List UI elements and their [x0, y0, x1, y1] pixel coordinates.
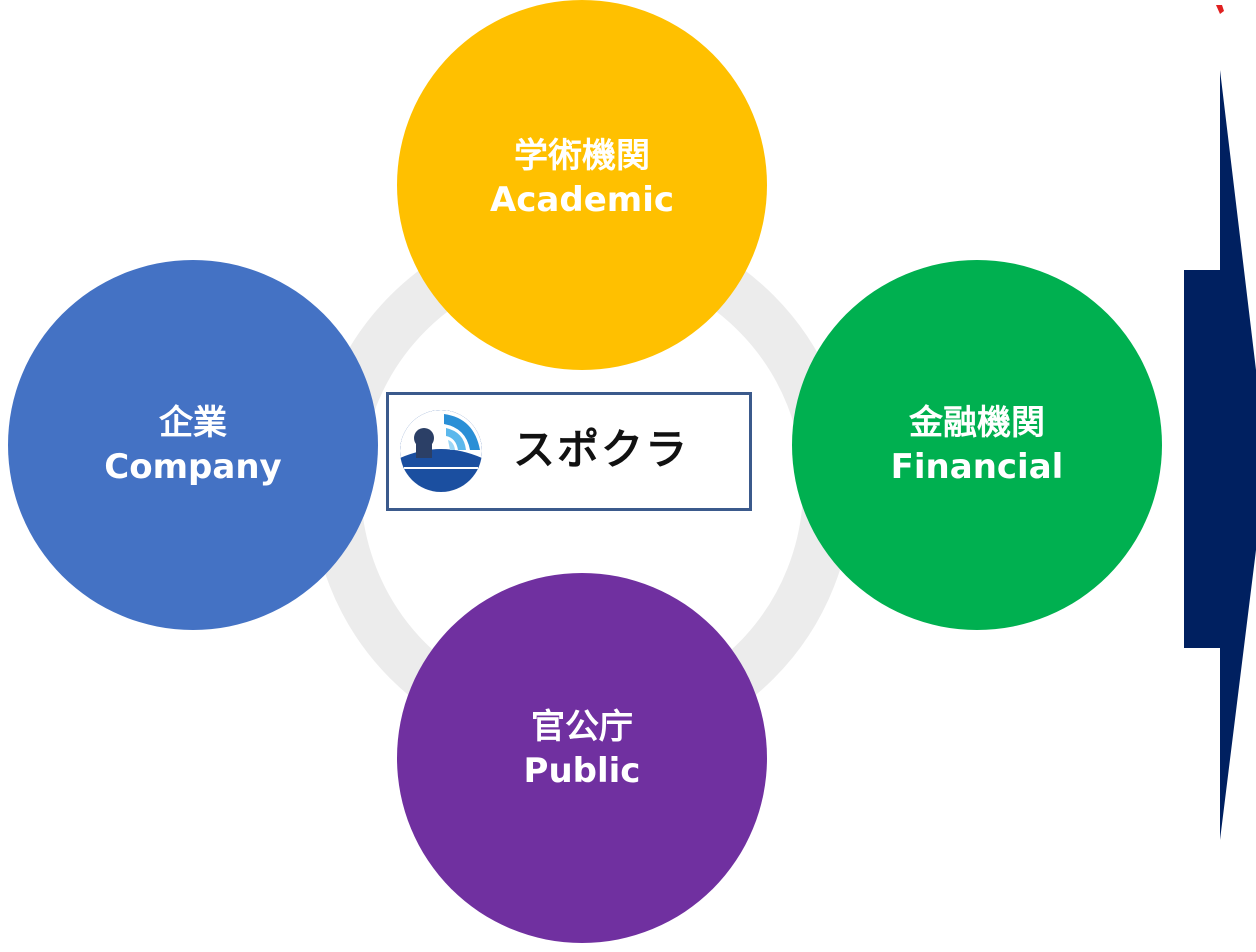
node-financial-en: Financial [890, 447, 1064, 487]
node-company: 企業 Company [8, 260, 378, 630]
node-company-en: Company [104, 447, 282, 487]
node-public: 官公庁 Public [397, 573, 767, 943]
node-public-ja: 官公庁 [531, 707, 633, 747]
node-financial: 金融機関 Financial [792, 260, 1162, 630]
node-company-ja: 企業 [159, 403, 227, 443]
node-academic-ja: 学術機関 [514, 136, 650, 176]
center-label: スポクラ [513, 425, 690, 474]
node-public-en: Public [523, 751, 641, 791]
okinawa-cluster-logo-icon [400, 410, 482, 492]
node-financial-ja: 金融機関 [909, 403, 1045, 443]
node-academic: 学術機関 Academic [397, 0, 767, 370]
red-accent-mark [1212, 0, 1242, 14]
right-arrow-icon [1180, 70, 1256, 840]
node-academic-en: Academic [489, 180, 675, 220]
